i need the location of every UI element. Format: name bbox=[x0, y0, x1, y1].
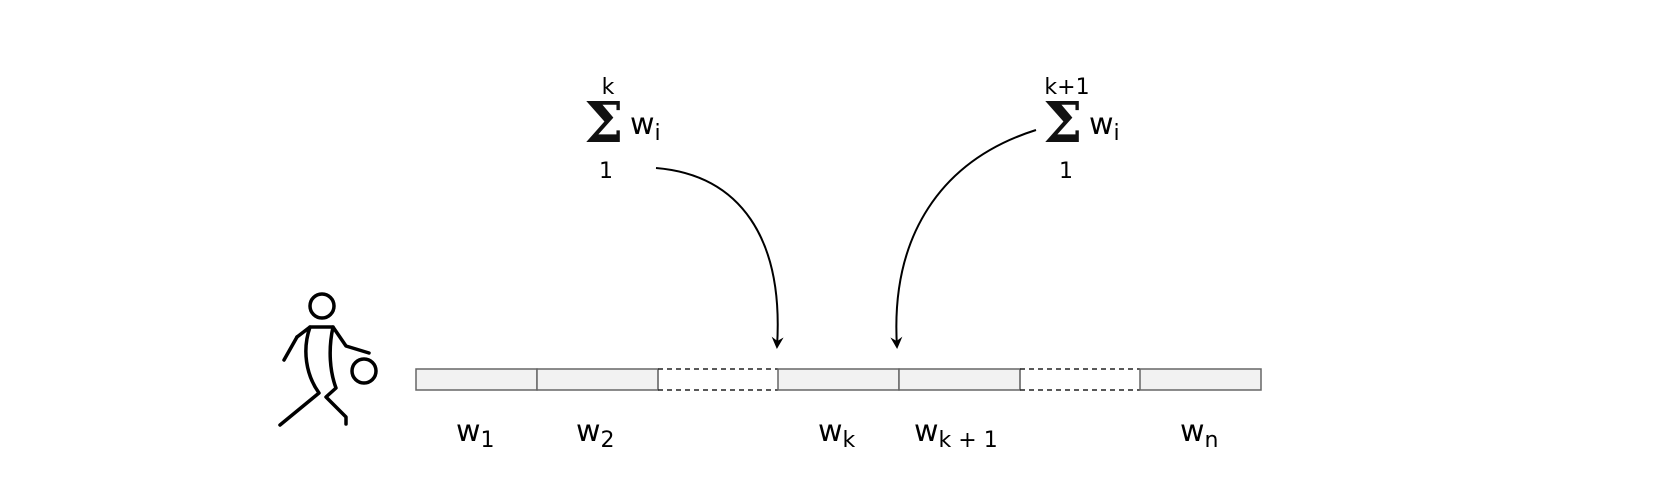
sigma-symbol: Σ bbox=[1043, 90, 1083, 156]
label-wk: wk bbox=[818, 414, 856, 453]
segment-w1 bbox=[415, 368, 538, 391]
segment-wk bbox=[777, 368, 900, 391]
sum-1-to-k: k Σ wi 1 bbox=[584, 75, 661, 184]
sum-upper-limit: k bbox=[602, 75, 615, 100]
sum-lower-limit: 1 bbox=[1059, 159, 1073, 184]
sum-upper-limit: k+1 bbox=[1044, 75, 1089, 100]
sum-1-to-k-plus-1: k+1 Σ wi 1 bbox=[1043, 75, 1120, 184]
sum-term: wi bbox=[1089, 107, 1120, 146]
label-wk1: wk + 1 bbox=[914, 414, 998, 453]
weight-labels: w1 w2 wk wk + 1 wn bbox=[456, 414, 1219, 453]
label-wn: wn bbox=[1180, 414, 1219, 453]
segment-gap-2 bbox=[1019, 368, 1140, 391]
segment-wn bbox=[1139, 368, 1262, 391]
segment-gap-1 bbox=[657, 368, 778, 391]
arrow-sum-k-to-wk bbox=[655, 167, 784, 349]
weight-bar bbox=[415, 368, 1262, 391]
arrow-sum-k1-to-wk1 bbox=[890, 129, 1037, 349]
basketball-player-icon bbox=[278, 292, 378, 427]
label-w2: w2 bbox=[576, 414, 615, 453]
label-w1: w1 bbox=[456, 414, 495, 453]
sigma-symbol: Σ bbox=[584, 90, 624, 156]
segment-w2 bbox=[536, 368, 659, 391]
segment-wk1 bbox=[898, 368, 1021, 391]
sum-lower-limit: 1 bbox=[599, 159, 613, 184]
sum-term: wi bbox=[630, 107, 661, 146]
